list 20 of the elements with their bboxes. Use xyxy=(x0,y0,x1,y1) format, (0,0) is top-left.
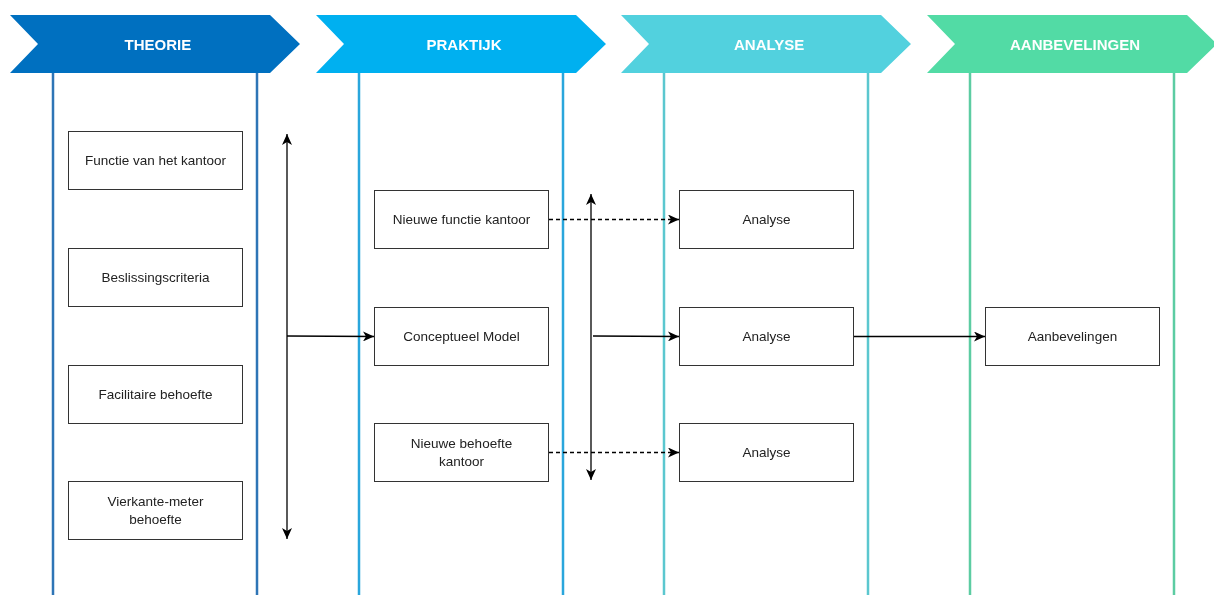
arrow xyxy=(286,331,375,342)
process-box: Facilitaire behoefte xyxy=(68,365,243,424)
process-box: Vierkante-meter behoefte xyxy=(68,481,243,540)
process-box: Beslissingscriteria xyxy=(68,248,243,307)
arrow xyxy=(853,331,986,342)
lane-header-label: ANALYSE xyxy=(734,35,805,53)
process-box: Nieuwe behoefte kantoor xyxy=(374,423,549,482)
process-box: Nieuwe functie kantoor xyxy=(374,190,549,249)
arrow xyxy=(592,331,680,342)
process-box: Aanbevelingen xyxy=(985,307,1160,366)
lane-header-label: AANBEVELINGEN xyxy=(1010,35,1140,53)
arrow xyxy=(548,447,680,458)
process-box: Analyse xyxy=(679,190,854,249)
process-box: Conceptueel Model xyxy=(374,307,549,366)
process-box: Functie van het kantoor xyxy=(68,131,243,190)
process-box: Analyse xyxy=(679,307,854,366)
arrow xyxy=(548,214,680,225)
lane-header-label: PRAKTIJK xyxy=(426,35,502,53)
lane-header-label: THEORIE xyxy=(124,35,192,53)
process-box: Analyse xyxy=(679,423,854,482)
